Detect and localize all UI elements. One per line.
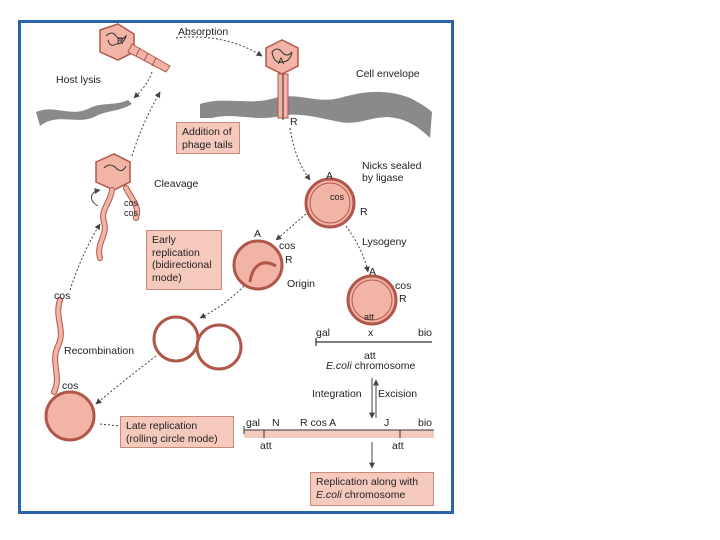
arrow-early-to-recomb (199, 285, 245, 319)
ecoli-chromosome-1 (315, 338, 432, 346)
label-cos-tail-bottom: cos (62, 380, 79, 392)
box-late-replication: Late replication (rolling circle mode) (120, 416, 234, 448)
integrated-prophage-chromosome (243, 426, 434, 438)
recombination-circles (152, 315, 243, 371)
label-cos-lys: cos (395, 280, 412, 292)
box-final-line2: E.coli chromosome (316, 488, 406, 501)
released-phage (99, 23, 171, 73)
arrow-rolling-to-cleavage (69, 223, 101, 291)
label-x: x (368, 327, 374, 339)
label-J: J (384, 417, 390, 429)
box-phage-tails-line1: Addition of (182, 126, 232, 138)
host-envelope-left (36, 100, 132, 126)
absorbing-phage (265, 39, 299, 120)
label-integration: Integration (312, 388, 362, 400)
lysogeny-circle (346, 274, 398, 326)
label-att-2: att (260, 440, 272, 452)
label-cos-2: cos (124, 208, 139, 218)
label-R-early: R (285, 254, 293, 266)
label-excision: Excision (378, 388, 418, 400)
box-phage-tails-line2: phage tails (182, 138, 233, 151)
label-att-lys: att (364, 312, 375, 322)
label-R-head: R (117, 36, 124, 46)
label-nicks-2: by ligase (362, 172, 404, 184)
label-att-1: att (364, 350, 376, 362)
label-R-circ: R (360, 206, 368, 218)
label-A-lys: A (369, 266, 377, 278)
box-early-line1: Early (152, 234, 176, 246)
label-cos-early: cos (279, 240, 296, 252)
cell-envelope (200, 91, 432, 138)
arrow-lysogeny (345, 225, 370, 273)
box-early-line4: mode) (152, 271, 182, 284)
arrow-loop-cleavage (91, 188, 101, 207)
arrow-to-circle (289, 127, 311, 181)
label-origin: Origin (287, 278, 316, 290)
label-cos-circ: cos (330, 192, 345, 202)
label-absorption: Absorption (178, 26, 229, 38)
box-phage-tails: Addition of phage tails (176, 122, 240, 154)
label-lysogeny: Lysogeny (362, 236, 407, 248)
label-A-head: A (278, 56, 285, 66)
box-final-line1: Replication along with (316, 476, 419, 488)
label-R-top: R (290, 116, 298, 128)
label-chromosome-1: E.coli chromosome (326, 360, 416, 372)
label-gal-2: gal (246, 417, 261, 429)
label-gal-1: gal (316, 327, 331, 339)
label-A-early: A (254, 228, 262, 240)
arrow-to-early (275, 213, 307, 241)
label-cleavage: Cleavage (154, 178, 199, 190)
circular-dna (304, 177, 356, 229)
packaging-phage (95, 153, 140, 261)
label-cos-tail-top: cos (54, 290, 71, 302)
label-N: N (272, 417, 280, 429)
early-replication-circle (232, 239, 284, 291)
box-late-line1: Late replication (126, 420, 198, 432)
rolling-circle (44, 297, 96, 442)
label-nicks-1: Nicks sealed (362, 160, 422, 172)
arrow-recomb-to-rolling (95, 355, 157, 405)
box-early-replication: Early replication (bidirectional mode) (146, 230, 222, 290)
label-bio-1: bio (418, 327, 433, 339)
label-cell-envelope: Cell envelope (356, 68, 420, 80)
label-R-cos-A: R cos A (300, 417, 337, 429)
box-early-line3: (bidirectional (152, 259, 212, 272)
arrow-cleavage-up (131, 91, 161, 157)
arrow-to-lysis (133, 71, 153, 99)
label-bio-2: bio (418, 417, 433, 429)
arrow-rolling-to-late (99, 423, 121, 427)
box-late-line2: (rolling circle mode) (126, 432, 218, 445)
label-cos-1: cos (124, 198, 139, 208)
label-A-circ: A (326, 170, 334, 182)
box-replication-with-chromosome: Replication along with E.coli chromosome (310, 472, 434, 506)
label-host-lysis: Host lysis (56, 74, 101, 86)
label-att-3: att (392, 440, 404, 452)
arrow-absorption (175, 36, 263, 57)
box-early-line2: replication (152, 246, 200, 259)
label-R-lys: R (399, 293, 407, 305)
label-recombination: Recombination (64, 345, 135, 357)
